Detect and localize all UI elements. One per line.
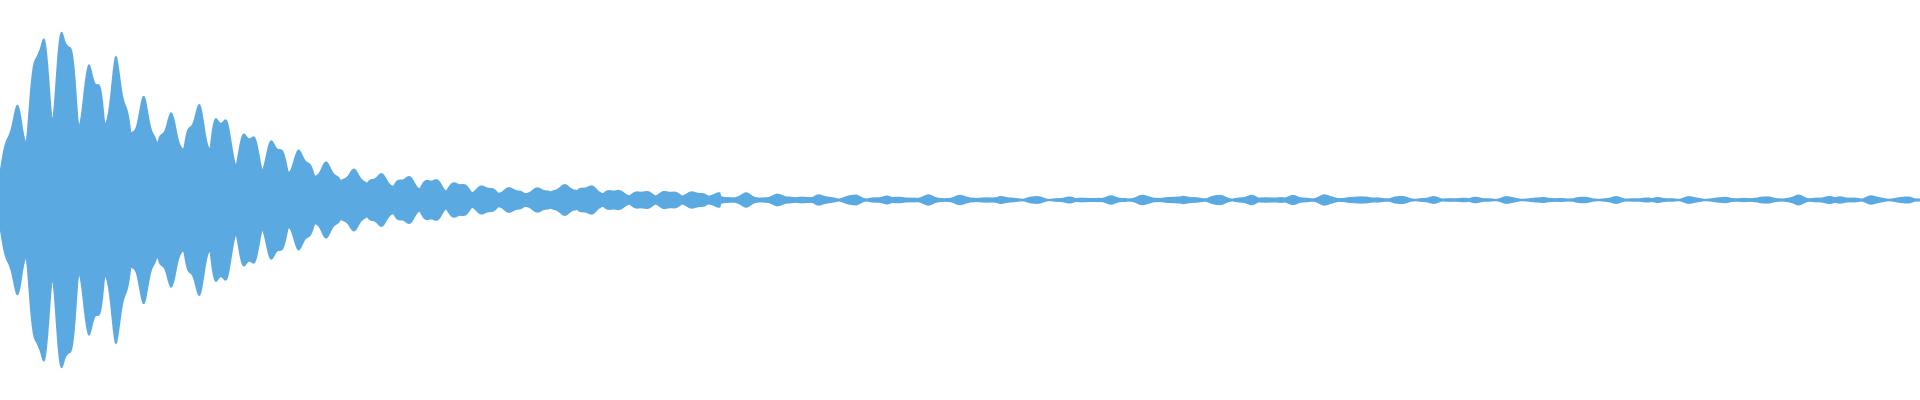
waveform-shape [0, 31, 1920, 369]
